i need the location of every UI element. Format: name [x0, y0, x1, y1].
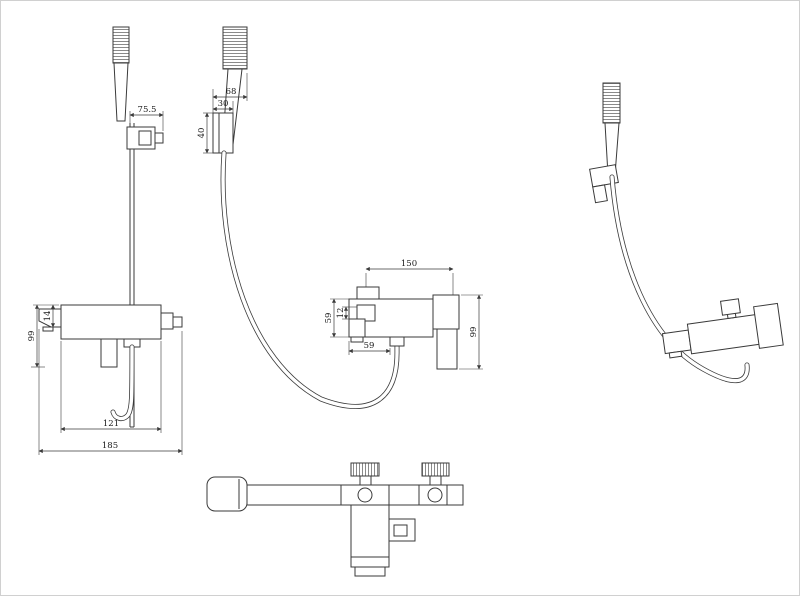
dim-label: 99 — [469, 327, 479, 338]
handshower-head — [222, 26, 248, 70]
lever-knob — [719, 298, 741, 316]
side-view: 68 30 40 150 59 12 — [197, 26, 483, 409]
spout — [661, 329, 692, 355]
wall-flange — [432, 294, 460, 330]
spout-side — [348, 318, 366, 338]
handshower — [112, 26, 130, 122]
mixer-perspective — [661, 298, 784, 359]
dim-label: 30 — [218, 99, 229, 109]
valve-knob-right — [421, 462, 450, 503]
dim-label: 150 — [401, 259, 417, 269]
dim-label: 75.5 — [138, 105, 157, 115]
dim-label: 68 — [226, 87, 237, 97]
spout-end — [206, 476, 248, 512]
dim-body-height-side: 99 — [459, 294, 483, 370]
hose-side — [220, 150, 400, 409]
perspective-view — [589, 82, 784, 384]
dim-overall-width: 185 — [38, 329, 183, 455]
dim-head-offset: 30 — [212, 99, 234, 113]
dim-spout-length: 59 — [348, 341, 391, 355]
dim-label: 99 — [27, 331, 37, 342]
mixer-body-front — [38, 304, 183, 368]
dim-label: 14 — [43, 311, 53, 322]
handle-knob — [356, 286, 380, 300]
dim-label: 59 — [364, 341, 375, 351]
dim-label: 59 — [324, 313, 334, 324]
top-view — [206, 462, 464, 577]
dim-bracket-height: 40 — [197, 112, 213, 154]
wall-plate — [753, 302, 784, 349]
hose-front — [110, 344, 135, 422]
handshower-head — [602, 82, 621, 124]
aerator — [350, 336, 364, 343]
mixer-body-side — [348, 286, 460, 370]
dim-label: 12 — [336, 308, 346, 319]
front-view: 75.5 14 99 121 185 — [27, 26, 183, 455]
wall-connector — [100, 338, 118, 368]
holder-arm — [592, 184, 608, 204]
dim-spout-drop: 12 — [336, 306, 357, 320]
wall-bracket — [212, 112, 234, 154]
dim-label: 121 — [103, 419, 119, 429]
aerator — [668, 350, 683, 359]
handshower-perspective — [589, 82, 621, 204]
dim-label: 185 — [102, 441, 118, 451]
dim-label: 40 — [197, 128, 207, 139]
hose-nut — [389, 336, 405, 347]
dim-inner-width: 121 — [60, 341, 162, 433]
dim-body-side-height: 59 — [324, 298, 349, 338]
dim-center-distance: 150 — [365, 259, 454, 295]
handshower-handle — [113, 62, 129, 122]
lever-base — [160, 312, 174, 330]
mixer-body — [686, 313, 762, 355]
aerator — [42, 326, 54, 332]
lever-knob — [172, 316, 183, 328]
slider-knob — [154, 132, 164, 144]
wall-drop — [436, 328, 458, 370]
body-top — [350, 504, 416, 577]
dim-slider-width: 75.5 — [129, 105, 164, 131]
diverter — [356, 304, 376, 322]
body-foot — [354, 566, 386, 577]
dim-body-height-front: 99 — [27, 304, 45, 368]
valve-knob-left — [350, 462, 380, 503]
handshower-head — [112, 26, 130, 64]
